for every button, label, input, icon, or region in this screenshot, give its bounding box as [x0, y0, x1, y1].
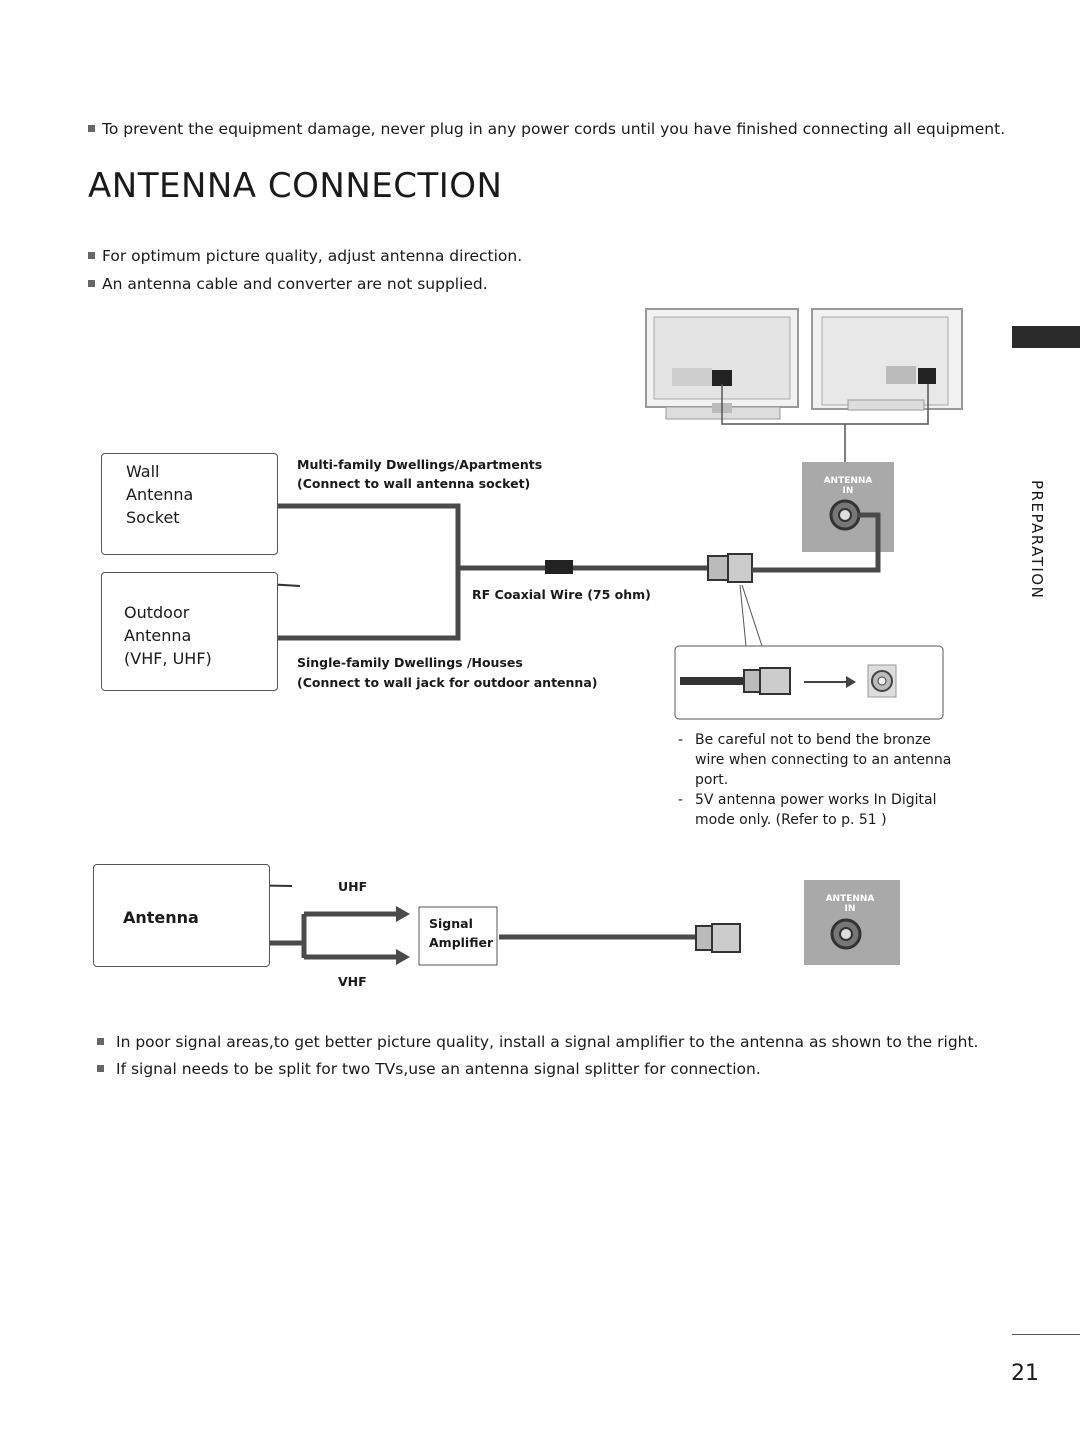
port-label: ANTENNA IN	[816, 476, 880, 496]
label-line: Antenna	[126, 485, 194, 504]
multi-family-label: Multi-family Dwellings/Apartments	[297, 457, 543, 472]
signal-amplifier-label: Signal Amplifier	[429, 914, 493, 952]
note-line: Be careful not to bend the bronze	[695, 732, 931, 748]
rf-wire-label: RF Coaxial Wire (75 ohm)	[472, 587, 651, 602]
intro-bullet: For optimum picture quality, adjust ante…	[88, 246, 522, 266]
wall-antenna-label: Wall Antenna Socket	[126, 460, 193, 529]
antenna-box: Antenna	[93, 864, 270, 967]
uhf-label: UHF	[338, 879, 368, 894]
amp-label-line: Signal	[429, 916, 473, 931]
port-label-line: IN	[842, 486, 854, 496]
bottom-bullet-text: In poor signal areas,to get better pictu…	[116, 1033, 979, 1051]
vhf-label: VHF	[338, 974, 367, 989]
outdoor-antenna-label: Outdoor Antenna (VHF, UHF)	[124, 601, 212, 670]
note-line: wire when connecting to an antenna	[695, 752, 952, 768]
amplifier-diagram	[177, 879, 900, 966]
note-line: mode only. (Refer to p. 51 )	[695, 812, 887, 828]
bullet-icon	[88, 280, 95, 287]
bullet-icon	[97, 1038, 104, 1045]
port-label: ANTENNA IN	[818, 894, 882, 914]
note-dash: -	[678, 792, 684, 808]
signal-amplifier-box	[418, 906, 498, 966]
arrow-right-icon	[396, 906, 410, 922]
bottom-bullet: If signal needs to be split for two TVs,…	[97, 1059, 761, 1079]
port-label-line: IN	[844, 904, 856, 914]
bullet-icon	[88, 252, 95, 259]
note-item: - Be careful not to bend the bronze wire…	[678, 730, 951, 790]
port-label-line: ANTENNA	[823, 476, 873, 486]
amp-label-line: Amplifier	[429, 935, 494, 950]
label-line: Outdoor	[124, 603, 190, 622]
page-title: ANTENNA CONNECTION	[88, 166, 503, 206]
label-line: Antenna	[124, 626, 192, 645]
page-number-rule	[1012, 1334, 1080, 1335]
section-tab-marker	[1012, 326, 1080, 348]
label-line: Wall	[126, 462, 160, 481]
intro-bullet-text: For optimum picture quality, adjust ante…	[102, 247, 523, 265]
bullet-icon	[88, 125, 95, 132]
multi-family-sublabel: (Connect to wall antenna socket)	[297, 476, 531, 491]
bottom-bullet-text: If signal needs to be split for two TVs,…	[116, 1060, 761, 1078]
label-line: Socket	[126, 508, 180, 527]
warning-note: To prevent the equipment damage, never p…	[88, 119, 1005, 139]
warning-text: To prevent the equipment damage, never p…	[102, 120, 1006, 138]
note-line: port.	[695, 772, 729, 788]
tv-back-icon	[811, 308, 963, 411]
coax-plug-icon	[707, 555, 731, 581]
note-item: - 5V antenna power works In Digital mode…	[678, 790, 936, 830]
intro-bullet-text: An antenna cable and converter are not s…	[102, 275, 488, 293]
note-line: 5V antenna power works In Digital	[695, 792, 937, 808]
page-number: 21	[1011, 1361, 1039, 1386]
outdoor-antenna-box: Outdoor Antenna (VHF, UHF)	[101, 572, 278, 691]
arrow-right-icon	[396, 949, 410, 965]
section-tab-label: PREPARATION	[1028, 480, 1046, 600]
cable-ferrite-icon	[545, 560, 573, 574]
intro-bullet: An antenna cable and converter are not s…	[88, 274, 488, 294]
port-label-line: ANTENNA	[825, 894, 875, 904]
wall-antenna-box: Wall Antenna Socket	[101, 453, 278, 555]
bottom-bullet: In poor signal areas,to get better pictu…	[97, 1032, 978, 1052]
note-dash: -	[678, 732, 684, 748]
single-family-label: Single-family Dwellings /Houses	[297, 655, 523, 670]
antenna-label: Antenna	[123, 908, 199, 927]
single-family-sublabel: (Connect to wall jack for outdoor antenn…	[297, 675, 598, 690]
bullet-icon	[97, 1065, 104, 1072]
label-line: (VHF, UHF)	[124, 649, 212, 668]
